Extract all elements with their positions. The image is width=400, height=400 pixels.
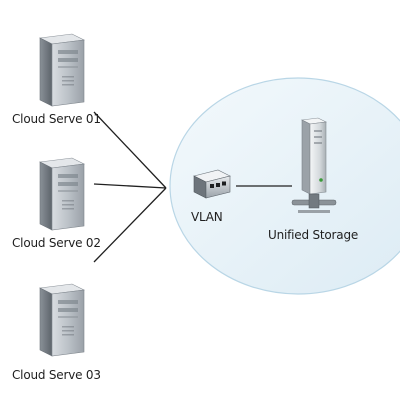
- server-tower-icon: [39, 33, 85, 107]
- connector-server-2: [93, 183, 167, 189]
- server-label: Cloud Serve 03: [12, 368, 101, 382]
- storage-tower-icon: [291, 117, 337, 213]
- server-label: Cloud Serve 02: [12, 236, 101, 250]
- vlan-label: VLAN: [191, 210, 223, 224]
- network-switch-icon: [193, 169, 231, 199]
- server-tower-icon: [39, 283, 85, 357]
- storage-label: Unified Storage: [268, 228, 359, 242]
- connector-server-1: [93, 111, 167, 189]
- server-label: Cloud Serve 01: [12, 112, 101, 126]
- connector-server-3: [93, 187, 167, 263]
- server-tower-icon: [39, 157, 85, 231]
